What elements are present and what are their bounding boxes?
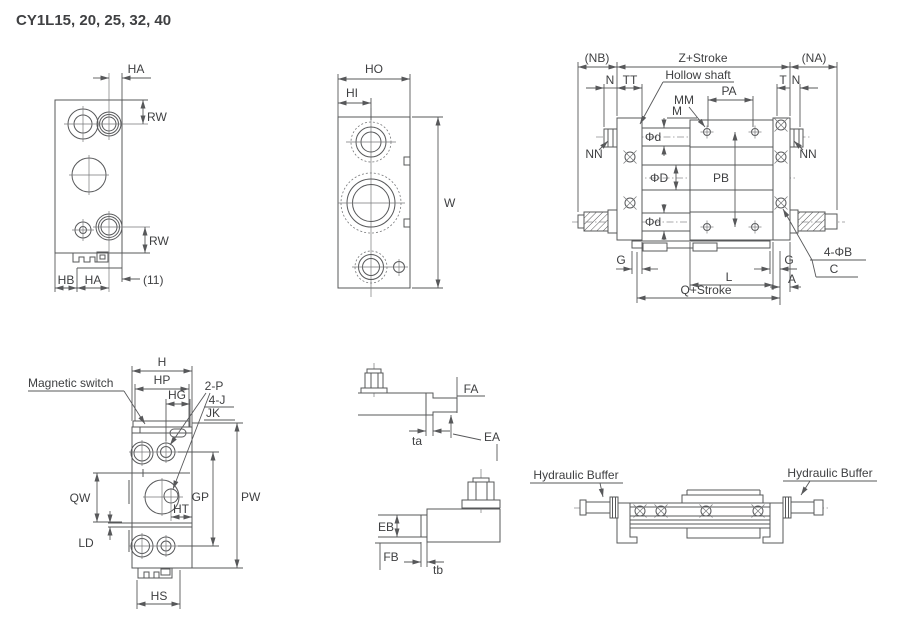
screw-icon xyxy=(751,504,765,518)
view-side-plate: HA RW RW HB HA (11) xyxy=(54,62,169,292)
hex-nut-right xyxy=(789,128,804,148)
label-hi: HI xyxy=(346,86,358,100)
detail-b-body xyxy=(420,508,501,543)
label-eb: EB xyxy=(378,520,394,534)
label-h: H xyxy=(158,355,167,369)
label-hb: HB xyxy=(58,273,75,287)
rail-profile xyxy=(137,568,173,579)
label-rw-top: RW xyxy=(147,110,167,124)
label-ht: HT xyxy=(173,502,190,516)
label-g-left: G xyxy=(616,253,625,267)
label-hs: HS xyxy=(151,589,168,603)
label-ta: ta xyxy=(412,434,422,448)
view-hydraulic-buffer: Hydraulic Buffer Hydraulic Buffer xyxy=(530,466,877,544)
label-four-j: 4-J xyxy=(209,393,226,407)
label-offset-11: (11) xyxy=(143,273,163,287)
view-switch-side: H HP HG Magnetic switch 2-P 4-J JK QW LD… xyxy=(28,355,261,609)
label-nb: (NB) xyxy=(585,51,610,65)
screw-icon xyxy=(633,504,647,518)
label-ha-top: HA xyxy=(128,62,145,76)
screw-icon xyxy=(623,196,637,210)
label-hp: HP xyxy=(154,373,171,387)
label-na: (NA) xyxy=(802,51,827,65)
label-nn-right: NN xyxy=(799,147,816,161)
label-q-stroke: Q+Stroke xyxy=(680,283,731,297)
label-w: W xyxy=(444,196,456,210)
hydraulic-buffer-left xyxy=(579,496,619,519)
label-magnetic-switch: Magnetic switch xyxy=(28,376,113,390)
label-hydraulic-buffer-right: Hydraulic Buffer xyxy=(787,466,872,480)
label-hg: HG xyxy=(168,388,186,402)
label-n-right: N xyxy=(792,73,801,87)
hydraulic-buffer-right xyxy=(782,496,824,519)
label-hollow-shaft: Hollow shaft xyxy=(665,68,731,82)
label-dia-bore: ΦD xyxy=(650,171,669,185)
label-ha-bottom: HA xyxy=(85,273,102,287)
label-rw-bottom: RW xyxy=(149,234,169,248)
screw-icon xyxy=(774,196,788,210)
label-gp: GP xyxy=(192,490,209,504)
label-ho: HO xyxy=(365,62,383,76)
slider-table xyxy=(689,119,774,241)
label-m: M xyxy=(672,104,682,118)
label-ea: EA xyxy=(484,430,500,444)
label-tb: tb xyxy=(433,563,443,577)
label-nn-left: NN xyxy=(585,147,602,161)
label-t: T xyxy=(779,73,787,87)
screw-icon xyxy=(699,504,713,518)
label-fa: FA xyxy=(464,382,479,396)
label-c: C xyxy=(830,262,839,276)
switch-slot xyxy=(169,428,187,438)
label-pw: PW xyxy=(241,490,261,504)
detail-a-body xyxy=(358,392,458,416)
label-dia-d-top: Φd xyxy=(645,130,661,144)
switch-rail-profile xyxy=(72,253,98,263)
label-pb: PB xyxy=(713,171,729,185)
threaded-rod-right xyxy=(797,211,826,232)
label-n-left: N xyxy=(606,73,615,87)
end-block-left xyxy=(616,117,643,241)
label-z-stroke: Z+Stroke xyxy=(678,51,727,65)
label-hydraulic-buffer-left: Hydraulic Buffer xyxy=(533,468,618,482)
screw-icon xyxy=(774,150,788,164)
label-four-dia-b: 4-ΦB xyxy=(824,245,852,259)
screw-icon xyxy=(654,504,668,518)
label-mm: MM xyxy=(674,93,694,107)
view-front-cylinder: (NB) Z+Stroke (NA) N TT T N Hollow shaft… xyxy=(572,51,866,305)
label-l: L xyxy=(726,270,733,284)
end-block-right xyxy=(772,117,791,241)
screw-icon xyxy=(623,150,637,164)
detail-end-plate-top: ta FA EA xyxy=(358,363,500,461)
detail-end-plate-bottom: EB FB tb xyxy=(375,469,501,577)
label-ld: LD xyxy=(78,536,94,550)
threaded-rod-left xyxy=(583,211,609,232)
side-plate-outline xyxy=(54,99,123,254)
label-pa: PA xyxy=(721,84,736,98)
view-end-plate: HO HI W xyxy=(337,62,456,297)
label-two-p: 2-P xyxy=(205,379,224,393)
page-title: CY1L15, 20, 25, 32, 40 xyxy=(16,12,171,29)
label-qw: QW xyxy=(70,491,91,505)
label-a: A xyxy=(788,272,796,286)
label-jk: JK xyxy=(206,406,220,420)
label-g-right: G xyxy=(784,253,793,267)
label-tt: TT xyxy=(623,73,638,87)
hex-nut-left xyxy=(603,128,618,148)
label-dia-d-bottom: Φd xyxy=(645,215,661,229)
screw-icon xyxy=(774,118,788,132)
label-fb: FB xyxy=(383,550,398,564)
